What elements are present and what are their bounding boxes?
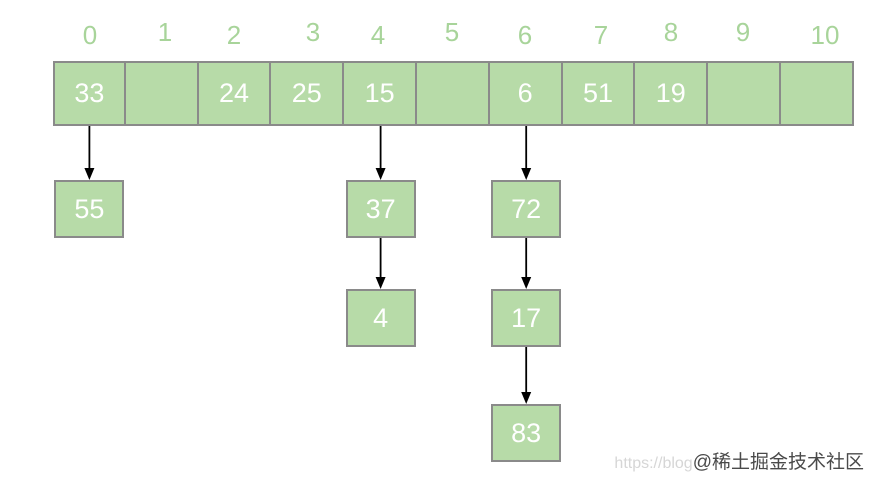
bucket-cell: 51	[560, 61, 636, 126]
bucket-cell: 25	[269, 61, 345, 126]
watermark-brand: @稀土掘金技术社区	[692, 452, 864, 473]
bucket-index-label: 2	[226, 20, 242, 50]
chain-node: 72	[491, 180, 562, 238]
chain-node: 83	[491, 404, 562, 462]
arrowhead	[84, 168, 95, 180]
bucket-cell: 24	[196, 61, 272, 126]
bucket-index-label: 4	[370, 20, 386, 50]
bucket-cell-empty	[415, 61, 490, 126]
chain-node: 17	[491, 289, 562, 347]
bucket-index-label: 7	[593, 20, 609, 50]
chain-node: 55	[54, 180, 125, 238]
arrowhead	[521, 168, 532, 180]
bucket-index-label: 6	[517, 20, 533, 50]
bucket-index-label: 0	[82, 20, 98, 50]
chain-node: 4	[345, 289, 416, 347]
bucket-index-label: 8	[663, 17, 679, 47]
watermark: https://blog@稀土掘金技术社区	[614, 447, 864, 474]
watermark-url: https://blog	[614, 455, 693, 472]
arrowhead	[521, 277, 532, 289]
bucket-index-label: 9	[735, 17, 751, 47]
chain-node: 37	[345, 180, 416, 238]
bucket-cell-empty	[779, 61, 854, 126]
bucket-index-label: 10	[810, 20, 840, 50]
bucket-index-label: 5	[444, 17, 460, 47]
arrowhead	[375, 168, 386, 180]
arrowhead	[375, 277, 386, 289]
arrowhead	[521, 392, 532, 404]
bucket-index-label: 3	[305, 17, 321, 47]
bucket-index-label: 1	[157, 17, 173, 47]
